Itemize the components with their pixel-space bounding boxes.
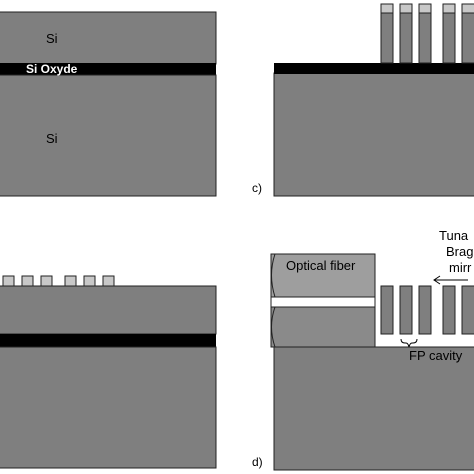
tunable-label-line1: Tuna — [439, 228, 469, 243]
fin — [418, 3, 432, 64]
mask-cap — [21, 275, 34, 287]
oxide-layer — [274, 63, 474, 74]
panel-c-label: c) — [252, 181, 262, 195]
optical-fiber-label: Optical fiber — [286, 258, 356, 273]
mask-cap — [64, 275, 77, 287]
mask-cap — [102, 275, 115, 287]
fin — [461, 3, 474, 64]
bragg-fin — [418, 285, 432, 335]
fiber-end-curve — [271, 306, 276, 348]
panel-a: Si Si Oxyde Si — [0, 11, 217, 197]
panel-c: c) — [252, 3, 474, 197]
fiber-end-curve — [271, 253, 276, 298]
top-si-layer — [0, 11, 217, 65]
oxide-layer — [0, 334, 216, 347]
fin — [380, 3, 394, 64]
mask-cap — [83, 275, 96, 287]
arrow-left-icon — [433, 275, 468, 285]
oxide-layer — [0, 63, 216, 75]
tunable-label-line2: Brag — [446, 244, 473, 259]
fin — [399, 3, 413, 64]
oxide-label: Si Oxyde — [26, 62, 78, 76]
substrate — [273, 72, 474, 197]
bragg-fin — [461, 285, 474, 335]
tunable-label-line3: mirr — [449, 260, 472, 275]
panel-b — [0, 275, 217, 469]
mask-cap — [2, 275, 15, 287]
panel-d-label: d) — [252, 455, 263, 469]
fin — [442, 3, 456, 64]
top-si-label: Si — [46, 31, 58, 46]
panel-d: Optical fiber Tuna Brag mirr FP cavity d… — [252, 228, 474, 471]
top-si-layer — [0, 285, 217, 335]
bragg-fin — [442, 285, 456, 335]
optical-fiber-core — [270, 296, 376, 308]
mask-cap — [40, 275, 53, 287]
bottom-si-layer — [0, 74, 217, 197]
fp-cavity-brace — [400, 338, 418, 348]
substrate — [273, 346, 474, 471]
bottom-si-label: Si — [46, 131, 58, 146]
bottom-si-layer — [0, 346, 217, 469]
optical-fiber-upper — [270, 253, 376, 298]
bragg-fin — [399, 285, 413, 335]
bragg-fin — [380, 285, 394, 335]
fp-cavity-label: FP cavity — [409, 348, 463, 363]
optical-fiber-lower — [270, 306, 376, 348]
